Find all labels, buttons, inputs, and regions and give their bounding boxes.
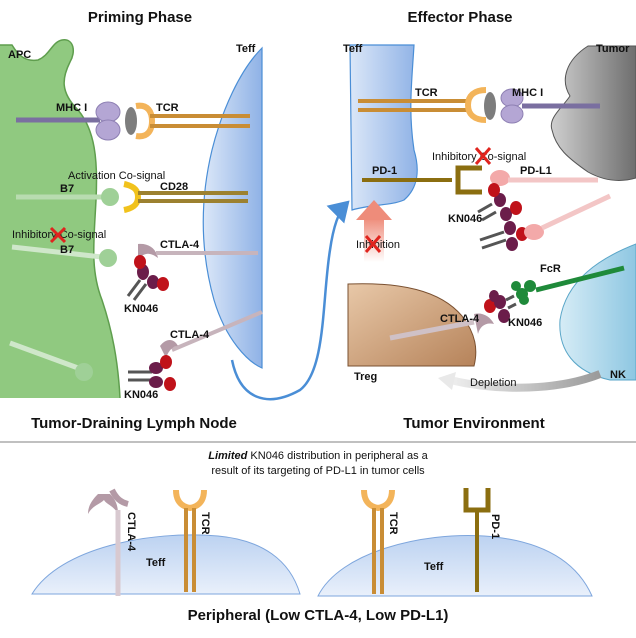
kn046-antibody-3 xyxy=(477,183,522,222)
caption-emphasis: Limited xyxy=(208,450,247,462)
tumor-label: Tumor xyxy=(596,43,630,55)
peripheral-pd1-label: PD-1 xyxy=(489,514,501,539)
inhibitory-cosignal-label-effector: Inhibitory Co-signal xyxy=(432,151,526,163)
fcr-receptor xyxy=(511,280,536,305)
peripheral-tcr-head-2 xyxy=(361,489,395,512)
mhc-head-bottom xyxy=(95,119,121,141)
kn046-antibody-5 xyxy=(484,290,517,323)
caption-rest: KN046 distribution in peripheral as a xyxy=(247,450,428,462)
pdl1-stem-2 xyxy=(540,193,612,231)
mhc-head-top xyxy=(95,101,121,123)
kn046-label-2: KN046 xyxy=(124,389,158,401)
ctla4-stem-treg xyxy=(389,319,475,341)
tumor-cell xyxy=(550,45,636,181)
cd28-head xyxy=(123,181,142,213)
peripheral-tcr-head-1 xyxy=(173,489,207,512)
ctla4-head-1 xyxy=(138,243,158,260)
b7-head-2 xyxy=(99,249,117,267)
pdl1-head-1 xyxy=(490,170,510,186)
teff-cell-effector xyxy=(349,44,418,211)
nk-label: NK xyxy=(610,369,626,381)
fcr-label: FcR xyxy=(540,263,561,275)
inhibition-arrow-head xyxy=(356,200,392,220)
peptide-eff xyxy=(484,92,496,120)
kn046-label-4: KN046 xyxy=(508,317,542,329)
b7-head-1 xyxy=(101,188,119,206)
peripheral-ctla4-label: CTLA-4 xyxy=(125,512,137,552)
peripheral-tcr-label-2: TCR xyxy=(387,512,399,535)
mhc-label-effector: MHC I xyxy=(512,87,543,99)
kn046-antibody-1 xyxy=(126,255,169,301)
inhibition-x-icon xyxy=(364,235,382,253)
mhc-label-priming: MHC I xyxy=(56,102,87,114)
peripheral-teff-cell-2 xyxy=(317,535,593,597)
peripheral-teff-cell-1 xyxy=(31,534,301,595)
ctla4-head-2 xyxy=(160,340,178,358)
peripheral-pd1-head xyxy=(463,488,491,513)
tcr-head xyxy=(135,102,156,140)
tcr-head-eff xyxy=(464,87,487,123)
tumor-environment-title: Tumor Environment xyxy=(403,415,544,432)
block-x-icon-effector xyxy=(474,147,492,165)
b7-label-1: B7 xyxy=(60,183,74,195)
apc-cell xyxy=(0,39,120,398)
peripheral-teff-label-2: Teff xyxy=(424,561,444,573)
ctla4-label-effector: CTLA-4 xyxy=(440,313,480,325)
peripheral-tcr-label-1: TCR xyxy=(199,512,211,535)
depletion-arrow-head xyxy=(438,372,456,390)
kn046-antibody-2 xyxy=(128,355,176,391)
peripheral-teff-label-1: Teff xyxy=(146,557,166,569)
lymph-node-title: Tumor-Draining Lymph Node xyxy=(31,415,237,432)
treg-label: Treg xyxy=(354,371,377,383)
priming-phase-title: Priming Phase xyxy=(88,9,192,26)
ctla4-label-2: CTLA-4 xyxy=(170,329,210,341)
block-x-icon xyxy=(49,226,67,244)
b7-stem-2 xyxy=(11,244,103,260)
peripheral-title: Peripheral (Low CTLA-4, Low PD-L1) xyxy=(188,607,449,624)
peripheral-caption-line1: Limited KN046 distribution in peripheral… xyxy=(208,450,428,462)
ctla4-stem-2 xyxy=(171,310,263,352)
treg-cell xyxy=(347,283,477,367)
apc-label: APC xyxy=(8,49,31,61)
kn046-antibody-4 xyxy=(479,221,528,251)
teff-label-effector: Teff xyxy=(343,43,363,55)
b7-label-2: B7 xyxy=(60,244,74,256)
peptide xyxy=(125,107,137,135)
pdl1-head-2 xyxy=(524,224,544,240)
pd1-head xyxy=(455,165,482,195)
effector-phase-title: Effector Phase xyxy=(407,9,512,26)
teff-cell-priming xyxy=(202,46,263,369)
mhc-eff-bottom xyxy=(500,104,524,124)
depletion-arrow-body xyxy=(449,370,602,392)
activation-cosignal-label: Activation Co-signal xyxy=(68,170,165,182)
nk-cell xyxy=(559,243,636,381)
inhibition-label: Inhibition xyxy=(356,239,400,251)
ctla4-label-1: CTLA-4 xyxy=(160,239,200,251)
kn046-label-3: KN046 xyxy=(448,213,482,225)
b7-stem-3 xyxy=(9,340,79,371)
kn046-label-1: KN046 xyxy=(124,303,158,315)
peripheral-caption-line2: result of its targeting of PD-L1 in tumo… xyxy=(211,465,425,477)
cd28-label: CD28 xyxy=(160,181,188,193)
ctla4-head-treg xyxy=(474,313,494,334)
teff-label-priming: Teff xyxy=(236,43,256,55)
tcr-label-effector: TCR xyxy=(415,87,438,99)
depletion-label: Depletion xyxy=(470,377,516,389)
tcr-label-priming: TCR xyxy=(156,102,179,114)
b7-head-3 xyxy=(75,363,93,381)
pdl1-label: PD-L1 xyxy=(520,165,552,177)
peripheral-ctla4-head xyxy=(109,488,129,507)
fcr-stem xyxy=(535,265,625,293)
pd1-label-effector: PD-1 xyxy=(372,165,397,177)
transition-arrow xyxy=(230,200,350,401)
